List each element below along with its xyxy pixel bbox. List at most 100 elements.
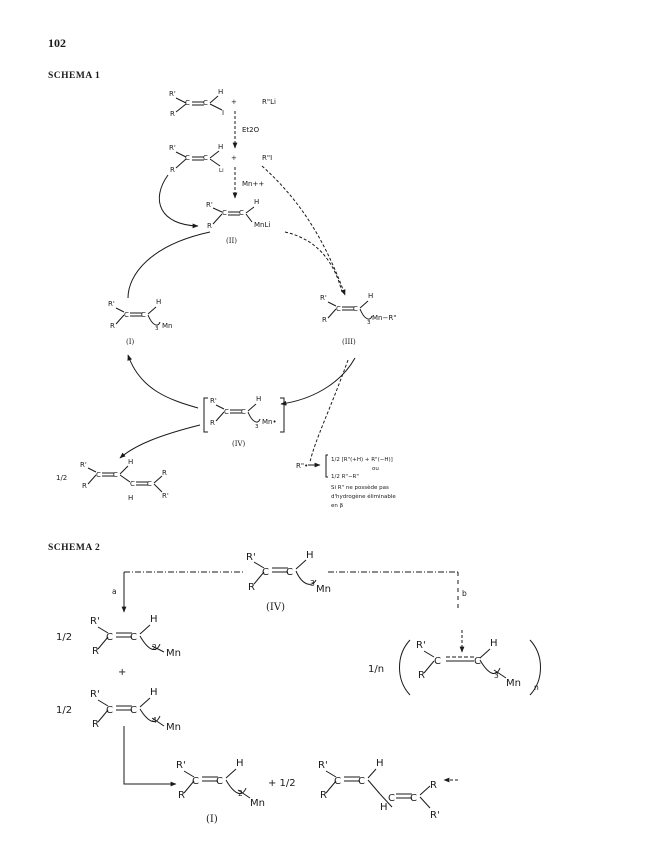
r-label: R xyxy=(170,110,175,118)
scheme2-product-I-structure xyxy=(183,768,251,799)
carbon-label: C xyxy=(203,99,208,107)
rprime-label: R' xyxy=(320,294,327,302)
r-label: R xyxy=(430,780,437,791)
mn-label: Mn xyxy=(316,584,331,595)
carbon-label: C xyxy=(239,209,244,217)
position-number: 2 xyxy=(238,789,243,798)
carbon-label: C xyxy=(106,705,113,716)
r-label: R xyxy=(322,316,327,324)
subscript-n: n xyxy=(534,683,539,692)
carbon-label: C xyxy=(434,656,441,667)
r-label: R xyxy=(92,646,99,657)
reagent-rli: R"Li xyxy=(262,98,276,106)
r-label: R xyxy=(110,322,115,330)
complex-III-structure xyxy=(327,300,373,320)
r-label: R xyxy=(207,222,212,230)
fraction-plus-half: + 1/2 xyxy=(268,778,296,789)
carbon-label: C xyxy=(262,567,269,578)
plus-sign: + xyxy=(231,154,237,162)
carbon-label: C xyxy=(130,480,135,488)
carbon-label: C xyxy=(185,154,190,162)
diene-1-structure xyxy=(87,465,163,493)
reagent-ri: R"I xyxy=(262,154,272,162)
fraction-one-over-n: 1/n xyxy=(368,664,384,675)
rprime-label: R' xyxy=(80,461,87,469)
h-label: H xyxy=(376,758,384,769)
iodine-label: I xyxy=(222,109,224,117)
complex-II-structure xyxy=(212,206,255,225)
h-label: H xyxy=(218,88,223,96)
carbon-label: C xyxy=(130,705,137,716)
position-number: 3 xyxy=(155,326,159,332)
carbon-label: C xyxy=(286,567,293,578)
reagent-mn: Mn++ xyxy=(242,180,264,188)
mn-label: Mn xyxy=(162,322,172,330)
carbon-label: C xyxy=(147,480,152,488)
scheme2-vinylmn-2-structure xyxy=(97,624,165,653)
h-label: H xyxy=(254,198,259,206)
compound-label-IV: (IV) xyxy=(266,602,285,613)
carbon-label: C xyxy=(410,793,417,804)
path-a-label: a xyxy=(112,587,117,596)
plus-sign: + xyxy=(118,667,126,678)
radical-label: R"• xyxy=(296,462,308,470)
scheme2-polymer-structure xyxy=(399,630,541,696)
side-product-note1: Si R" ne possède pas xyxy=(331,484,389,491)
position-number: 3 xyxy=(367,320,371,326)
r-label: R xyxy=(178,790,185,801)
dashed-arrow-III-radical xyxy=(309,359,349,463)
compound-label-III: (III) xyxy=(342,338,356,346)
carbon-label: C xyxy=(185,99,190,107)
r-label: R xyxy=(320,790,327,801)
carbon-label: C xyxy=(353,305,358,313)
position-number: 3 xyxy=(255,424,259,430)
cycle-arc-II-I xyxy=(127,231,211,299)
r-label: R xyxy=(418,670,425,681)
carbon-label: C xyxy=(222,209,227,217)
r-label: R xyxy=(162,469,167,477)
h-label: H xyxy=(156,298,161,306)
h-label: H xyxy=(150,687,158,698)
mnli-label: MnLi xyxy=(254,221,270,229)
vinyl-lithium-structure xyxy=(175,150,221,169)
mn-r-label: Mn−R" xyxy=(372,314,396,322)
r-label: R xyxy=(82,482,87,490)
side-product-bracket xyxy=(325,454,328,478)
li-label: Li xyxy=(219,168,224,174)
vinyl-iodide-structure xyxy=(175,95,223,113)
mn-label: Mn xyxy=(166,648,181,659)
side-product-line2: 1/2 R"−R" xyxy=(331,474,359,480)
scheme2-vinylmn-4-structure xyxy=(97,697,165,727)
position-number: 3 xyxy=(310,579,315,588)
rprime-label: R' xyxy=(318,760,328,771)
fraction-half: 1/2 xyxy=(56,705,72,716)
rprime-label: R' xyxy=(169,144,176,152)
scheme2-diene-structure xyxy=(325,768,431,809)
r-label: R xyxy=(92,719,99,730)
compound-label-IV: (IV) xyxy=(232,440,246,448)
rprime-label: R' xyxy=(90,616,100,627)
reagent-et2o: Et2O xyxy=(242,126,260,134)
h-label: H xyxy=(150,614,158,625)
side-product-line1: 1/2 [R"(+H) + R"(−H)] xyxy=(331,457,393,463)
rprime-label: R' xyxy=(169,90,176,98)
rprime-label: R' xyxy=(210,397,217,405)
dashed-arrow-ri xyxy=(261,165,346,296)
carbon-label: C xyxy=(224,408,229,416)
carbon-label: C xyxy=(130,632,137,643)
carbon-label: C xyxy=(203,154,208,162)
carbon-label: C xyxy=(334,776,341,787)
side-product-ou: ou xyxy=(372,466,379,472)
h-label: H xyxy=(306,550,314,561)
h-label: H xyxy=(380,802,388,813)
arrow-IV-diene xyxy=(119,424,201,459)
rprime-label: R' xyxy=(162,492,169,500)
side-product-note2: d'hydrogène éliminable xyxy=(331,493,396,500)
carbon-label: C xyxy=(358,776,365,787)
r-label: R xyxy=(248,582,255,593)
dashed-arrow-II-III xyxy=(284,231,343,293)
side-product-note3: en β xyxy=(331,503,344,509)
position-number: 2 xyxy=(152,643,157,652)
rprime-label: R' xyxy=(430,810,440,821)
